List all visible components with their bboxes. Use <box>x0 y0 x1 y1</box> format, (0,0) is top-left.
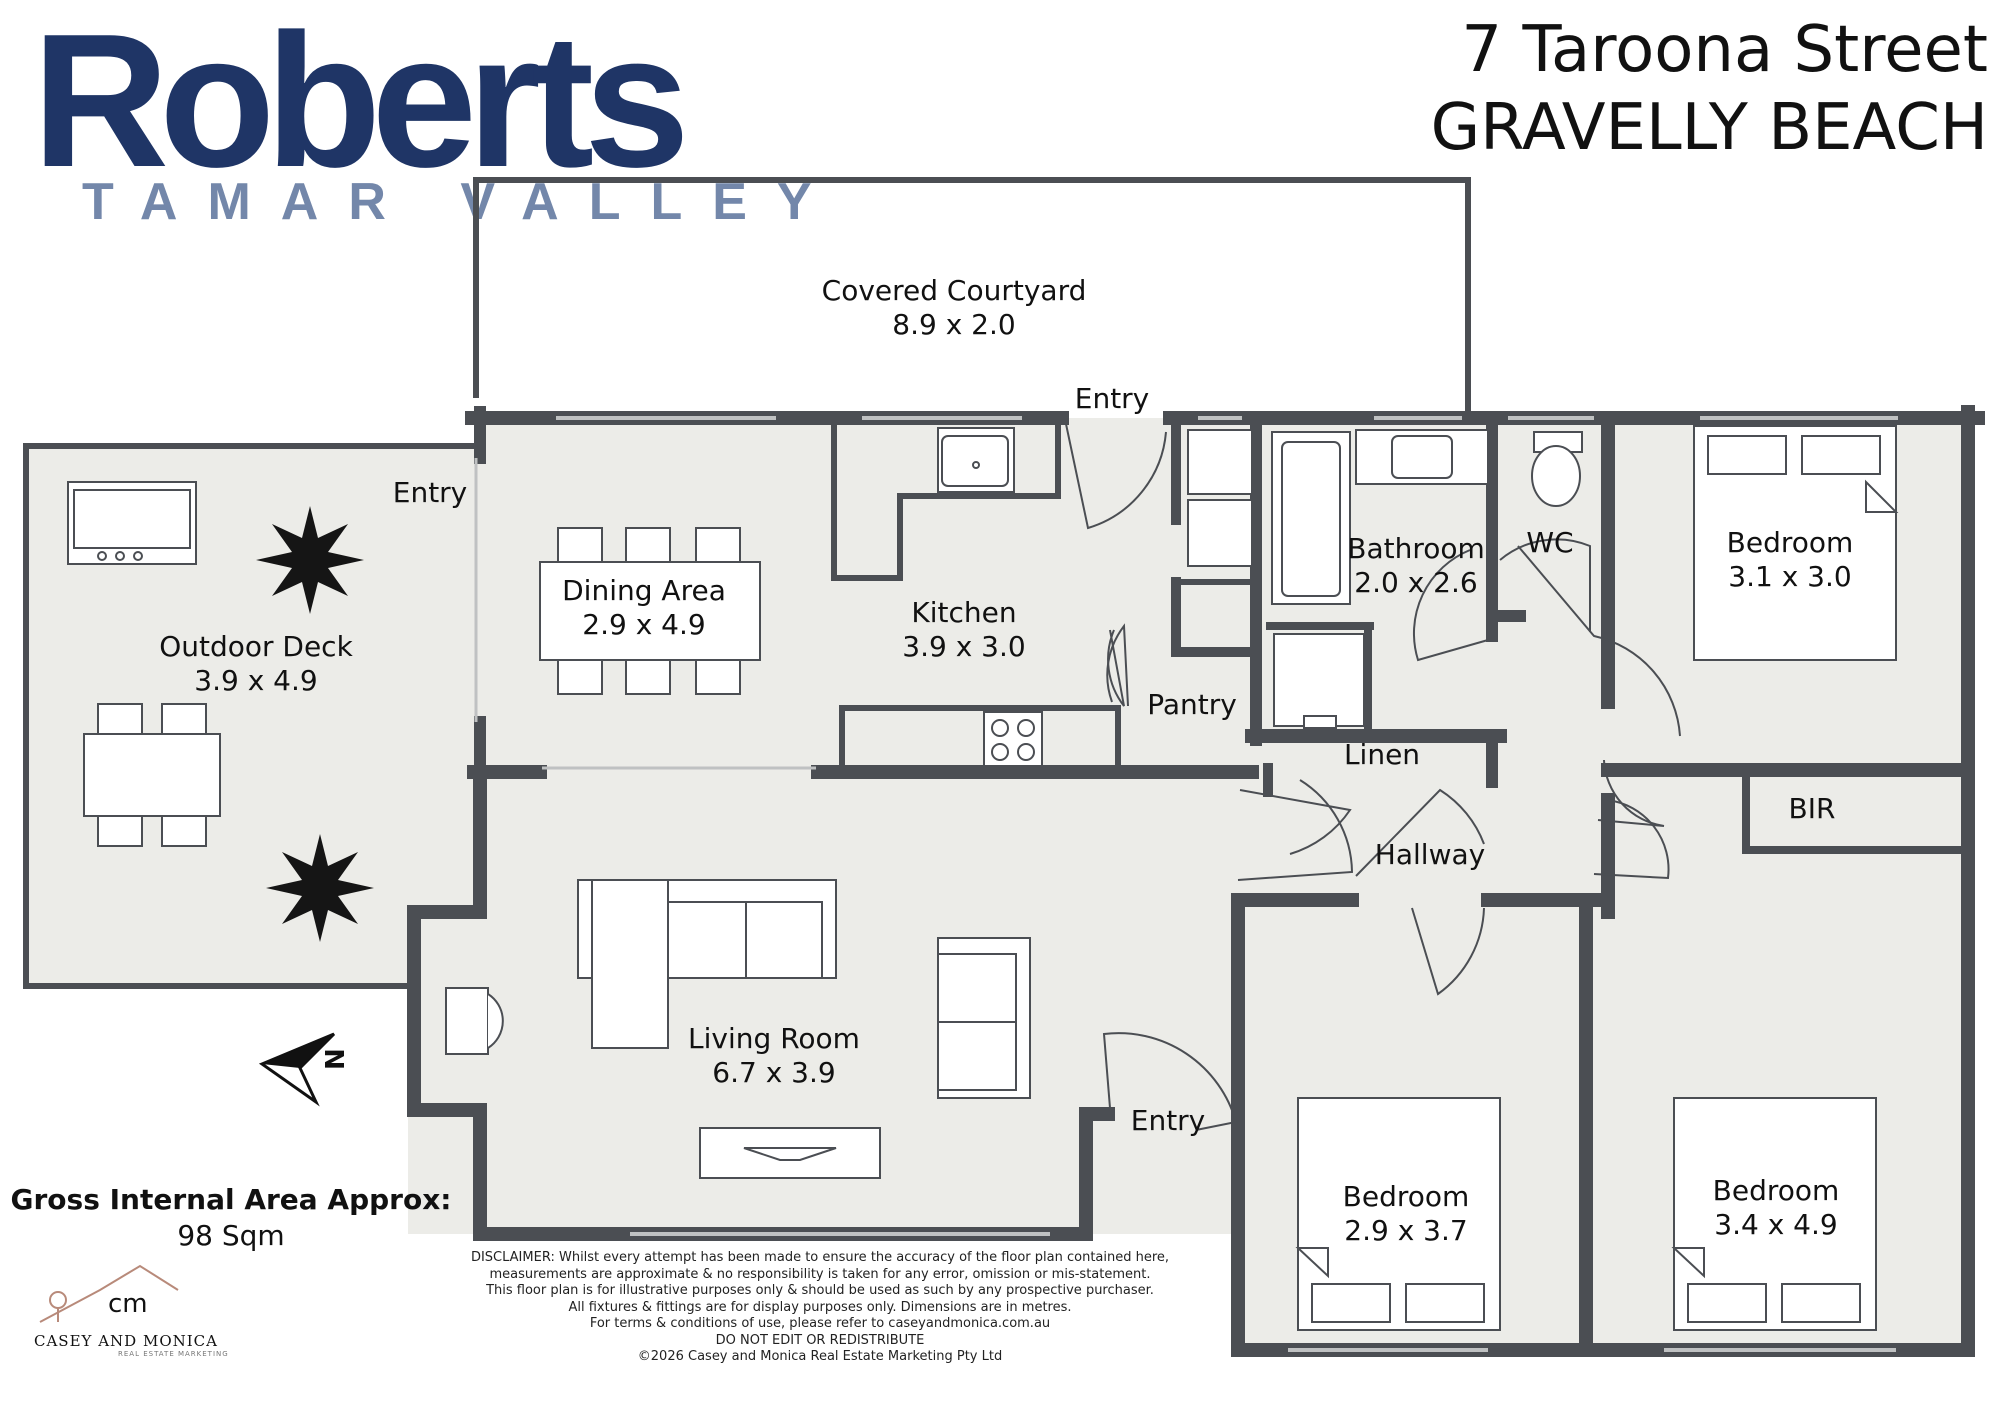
address-suburb: GRAVELLY BEACH <box>1430 91 1988 165</box>
label-deck-dims: 3.9 x 4.9 <box>194 664 317 697</box>
label-living-dims: 6.7 x 3.9 <box>712 1056 835 1089</box>
label-bedroom2-name: Bedroom <box>1343 1180 1470 1213</box>
kitchen-fixtures <box>937 427 1043 767</box>
doors <box>1065 423 1681 1131</box>
disclaimer-line: ©2026 Casey and Monica Real Estate Marke… <box>637 1349 1003 1364</box>
disclaimer-line: DO NOT EDIT OR REDISTRIBUTE <box>715 1332 925 1348</box>
marketer-logo-icon: cm <box>39 1264 179 1323</box>
brand-subtitle: TAMAR VALLEY <box>82 173 842 231</box>
label-bir: BIR <box>1789 792 1836 825</box>
label-bedroom3-dims: 3.4 x 4.9 <box>1714 1208 1837 1241</box>
label-entry-courtyard: Entry <box>1075 382 1150 415</box>
marketer-monogram: cm <box>108 1289 148 1319</box>
living-furniture <box>445 879 1031 1179</box>
label-hallway: Hallway <box>1375 838 1485 871</box>
room-labels: Covered Courtyard 8.9 x 2.0 Outdoor Deck… <box>159 274 1853 1247</box>
label-entry-living: Entry <box>1131 1104 1206 1137</box>
label-living-name: Living Room <box>688 1022 860 1055</box>
disclaimer-line: DISCLAIMER: Whilst every attempt has bee… <box>470 1250 1170 1265</box>
disclaimer-line: measurements are approximate & no respon… <box>489 1266 1151 1282</box>
label-bedroom3-name: Bedroom <box>1713 1174 1840 1207</box>
label-bedroom1-dims: 3.1 x 3.0 <box>1728 560 1851 593</box>
compass-label: N <box>321 1048 351 1070</box>
dining-table <box>539 527 761 695</box>
label-courtyard-name: Covered Courtyard <box>822 274 1087 307</box>
marketer-tagline: REAL ESTATE MARKETING <box>118 1350 229 1358</box>
brand-logo: Roberts <box>32 0 690 207</box>
disclaimer-line: This floor plan is for illustrative purp… <box>486 1283 1154 1298</box>
plant-icons <box>256 506 374 942</box>
gross-area-label: Gross Internal Area Approx: <box>10 1183 452 1216</box>
label-bedroom1-name: Bedroom <box>1727 526 1854 559</box>
label-dining-name: Dining Area <box>562 574 726 607</box>
label-courtyard-dims: 8.9 x 2.0 <box>892 308 1015 341</box>
label-wc: WC <box>1526 526 1573 559</box>
address-street: 7 Taroona Street <box>1461 13 1988 87</box>
gross-area: Gross Internal Area Approx: 98 Sqm <box>0 1182 462 1254</box>
windows <box>556 416 1898 1352</box>
label-deck-name: Outdoor Deck <box>159 630 353 663</box>
courtyard-outline <box>473 177 1471 413</box>
gross-area-value: 98 Sqm <box>177 1219 285 1252</box>
disclaimer: DISCLAIMER: Whilst every attempt has bee… <box>420 1250 1220 1366</box>
beds <box>1295 425 1899 1331</box>
label-entry-deck: Entry <box>393 476 468 509</box>
label-bathroom-dims: 2.0 x 2.6 <box>1354 566 1477 599</box>
bathroom-fixtures <box>1187 429 1583 729</box>
deck-furniture <box>67 481 221 847</box>
marketer-name: CASEY AND MONICA <box>34 1332 218 1350</box>
label-kitchen-name: Kitchen <box>911 596 1016 629</box>
label-kitchen-dims: 3.9 x 3.0 <box>902 630 1025 663</box>
label-bathroom-name: Bathroom <box>1347 532 1485 565</box>
label-pantry: Pantry <box>1147 688 1237 721</box>
label-bedroom2-dims: 2.9 x 3.7 <box>1344 1214 1467 1247</box>
disclaimer-line: All fixtures & fittings are for display … <box>568 1299 1072 1315</box>
north-arrow-icon: N <box>258 1032 351 1107</box>
label-linen: Linen <box>1344 738 1420 771</box>
disclaimer-line: For terms & conditions of use, please re… <box>589 1316 1051 1331</box>
label-dining-dims: 2.9 x 4.9 <box>582 608 705 641</box>
